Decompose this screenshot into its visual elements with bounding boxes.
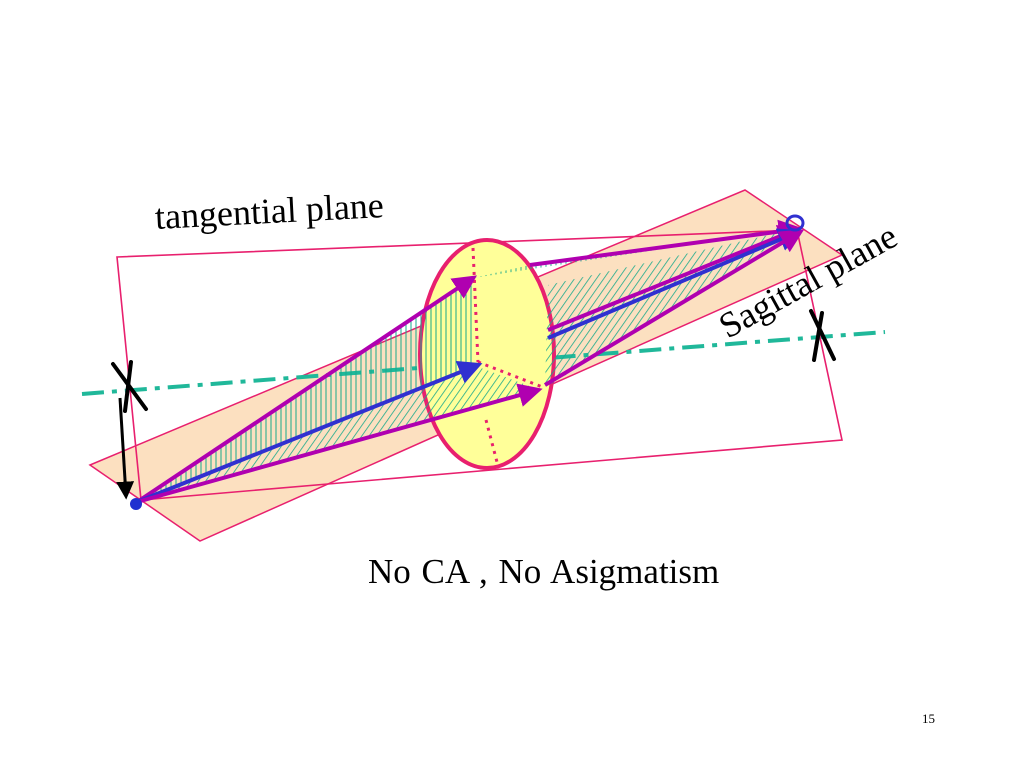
sagittal-fan-left — [137, 365, 540, 502]
right-x-marker — [809, 309, 836, 362]
image-ray-bottom — [543, 229, 805, 387]
chief-ray-right — [547, 228, 803, 340]
object-point — [130, 498, 142, 510]
left-x-marker — [111, 360, 148, 413]
chief-ray-left — [136, 361, 483, 504]
marginal-ray-top — [135, 275, 477, 504]
page-number: 15 — [922, 711, 935, 726]
image-ray-mid-magenta — [547, 225, 803, 332]
slide-caption: No CA , No Asigmatism — [368, 552, 720, 591]
lens-vertical-dotted — [471, 247, 480, 363]
image-ray-top — [529, 219, 803, 267]
object-height-arrow — [116, 397, 135, 500]
tangential-plane — [116, 229, 843, 501]
image-point — [785, 214, 805, 232]
marginal-ray-bottom — [136, 383, 543, 504]
